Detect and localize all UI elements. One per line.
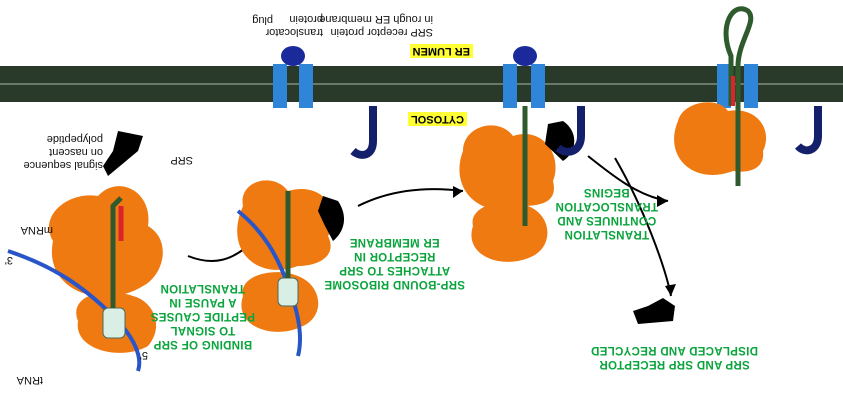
- three-prime-label: 3': [5, 253, 13, 266]
- trna-1: [103, 308, 125, 338]
- arrow-3-head: [657, 195, 668, 207]
- signal-sequence-label: signal sequence on nascent polypeptide: [23, 132, 103, 171]
- srp-receptor-idle: [353, 106, 373, 155]
- plug-label: plug: [252, 13, 273, 26]
- step-4-text: SRP AND SRP RECEPTOR DISPLACED AND RECYC…: [591, 343, 758, 371]
- cytosol-tag: CYTOSOL: [408, 112, 467, 126]
- step-2-text: SRP-BOUND RIBOSOME ATTACHES TO SRP RECEP…: [324, 235, 465, 291]
- five-prime-label: 5': [140, 348, 148, 361]
- er-lumen-tag: ER LUMEN: [410, 44, 473, 58]
- er-membrane: [0, 66, 843, 102]
- srp-free: [103, 131, 143, 176]
- step-1-text: BINDING OF SRP TO SIGNAL PEPTIDE CAUSES …: [150, 281, 255, 351]
- srp-recycled: [633, 298, 675, 324]
- ribosome-4: [674, 102, 766, 175]
- arrow-2: [358, 189, 463, 206]
- step-3-text: TRANSLATION CONTINUES AND TRANSLOCATION …: [555, 185, 658, 241]
- trna-label: tRNA: [17, 373, 43, 386]
- srp-receptor-4: [798, 106, 818, 150]
- srp-label: SRP: [170, 153, 193, 166]
- arrow-2-head: [453, 186, 463, 198]
- trna-2: [278, 278, 298, 306]
- mrna-label: mRNA: [21, 223, 53, 236]
- ribosome-3: [459, 125, 555, 262]
- translocator-label: translocator protein: [266, 12, 323, 38]
- arrow-recycle-head: [665, 284, 676, 296]
- srp-receptor-label: SRP receptor protein in rough ER membran…: [319, 12, 433, 38]
